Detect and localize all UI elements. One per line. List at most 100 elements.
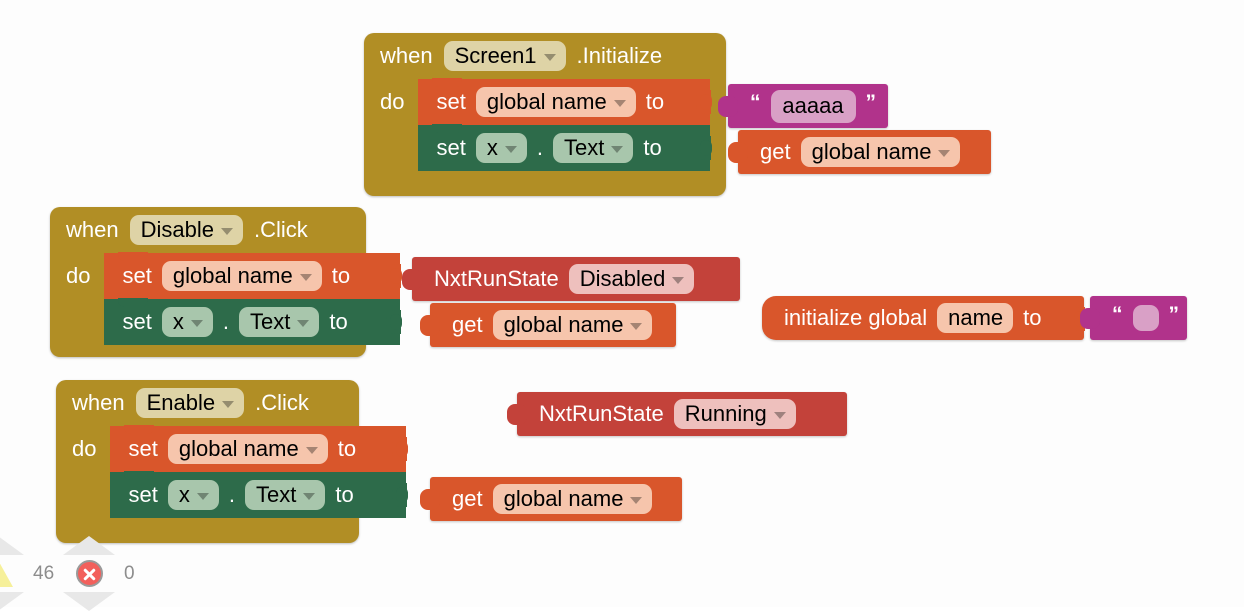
triangle-down-icon[interactable] — [0, 592, 24, 611]
property-dropdown-text[interactable]: Text — [552, 132, 634, 164]
chevron-down-icon — [222, 401, 235, 408]
chevron-down-icon — [299, 274, 312, 281]
set-x-text-statement[interactable]: set x . Text to — [110, 471, 409, 518]
variable-name-field[interactable]: name — [937, 302, 1014, 334]
event-block-disable-click[interactable]: when Disable .Click do set global name t… — [50, 207, 403, 357]
empty-text-string-block[interactable]: “ ” — [1080, 296, 1187, 340]
component-dropdown-disable[interactable]: Disable — [129, 214, 243, 246]
text-string-field[interactable] — [1132, 305, 1159, 331]
event-header: when Disable .Click — [50, 207, 366, 253]
set-x-text-statement[interactable]: set x . Text to — [104, 298, 403, 345]
initialize-global-name-block[interactable]: initialize global name to — [762, 296, 1086, 340]
when-keyword: when — [72, 390, 125, 415]
event-name-label: .Click — [255, 390, 309, 415]
chevron-down-icon — [938, 150, 951, 157]
enum-dropdown-running[interactable]: Running — [673, 398, 796, 430]
variable-dropdown-global-name[interactable]: global name — [492, 309, 653, 341]
block-notch — [432, 124, 463, 133]
empty-value-socket — [392, 437, 409, 461]
chevron-down-icon — [303, 493, 316, 500]
chevron-down-icon — [543, 54, 556, 61]
value-socket — [392, 483, 409, 507]
initialize-global-label: initialize global — [784, 305, 928, 330]
when-keyword: when — [380, 43, 433, 68]
variable-dropdown-global-name[interactable]: global name — [161, 260, 322, 292]
component-dropdown-x[interactable]: x — [475, 132, 527, 164]
get-keyword: get — [760, 139, 791, 164]
triangle-up-icon[interactable] — [63, 536, 115, 555]
block-notch — [118, 298, 149, 307]
event-block-screen1-initialize[interactable]: when Screen1 .Initialize do set global n… — [364, 33, 726, 196]
error-x-icon[interactable] — [75, 560, 103, 587]
variable-dropdown-global-name[interactable]: global name — [800, 136, 961, 168]
set-global-name-statement[interactable]: set global name to — [418, 78, 713, 125]
variable-dropdown-global-name[interactable]: global name — [167, 433, 328, 465]
value-plug — [507, 404, 527, 425]
chevron-down-icon — [196, 493, 209, 500]
get-global-name-block[interactable]: get global name — [420, 477, 682, 521]
set-keyword: set — [122, 263, 152, 288]
component-dropdown-x[interactable]: x — [167, 479, 219, 511]
error-count: 0 — [124, 562, 135, 584]
block-notch — [124, 471, 155, 480]
component-dropdown-x[interactable]: x — [161, 306, 213, 338]
triangle-down-icon[interactable] — [63, 592, 115, 611]
value-plug — [1080, 308, 1100, 329]
chevron-down-icon — [190, 320, 203, 327]
enum-block-label: NxtRunState — [539, 401, 664, 426]
block-notch — [118, 252, 149, 261]
do-section: do set global name to — [364, 78, 726, 171]
dot-separator: . — [536, 135, 543, 160]
variable-dropdown-global-name[interactable]: global name — [492, 483, 653, 515]
enum-block-label: NxtRunState — [434, 266, 559, 291]
property-dropdown-text[interactable]: Text — [244, 479, 326, 511]
text-string-block-aaaaa[interactable]: “ aaaaa ” — [718, 84, 888, 128]
event-name-label: .Initialize — [576, 43, 663, 68]
to-keyword: to — [645, 89, 665, 114]
variable-dropdown-global-name[interactable]: global name — [475, 86, 636, 118]
warning-nav-arrows[interactable] — [0, 536, 24, 611]
dot-separator: . — [228, 482, 235, 507]
enum-dropdown-disabled[interactable]: Disabled — [568, 263, 695, 295]
error-indicator[interactable]: 0 — [63, 536, 135, 611]
value-plug — [718, 96, 738, 117]
event-block-enable-click[interactable]: when Enable .Click do set global name to — [56, 380, 409, 543]
event-header: when Enable .Click — [56, 380, 359, 426]
error-nav-arrows[interactable] — [63, 536, 115, 611]
do-section: do set global name to set — [56, 425, 409, 518]
text-string-field[interactable]: aaaaa — [770, 89, 856, 123]
chevron-down-icon — [305, 447, 318, 454]
nxtrunstate-disabled-block[interactable]: NxtRunState Disabled — [402, 257, 740, 301]
to-keyword: to — [643, 135, 662, 160]
warning-triangle-icon[interactable] — [0, 560, 13, 587]
set-x-text-statement[interactable]: set x . Text to — [418, 124, 713, 171]
to-keyword: to — [1023, 305, 1042, 330]
value-socket — [386, 264, 403, 288]
chevron-down-icon — [613, 100, 626, 107]
value-socket — [696, 136, 713, 160]
set-global-name-statement[interactable]: set global name to — [110, 425, 409, 472]
set-keyword: set — [436, 135, 466, 160]
component-dropdown-enable[interactable]: Enable — [135, 387, 245, 419]
warning-indicator[interactable]: 46 — [0, 536, 54, 611]
triangle-up-icon[interactable] — [0, 536, 24, 555]
get-global-name-block[interactable]: get global name — [728, 130, 991, 174]
to-keyword: to — [335, 482, 354, 507]
property-dropdown-text[interactable]: Text — [238, 306, 320, 338]
set-keyword: set — [436, 89, 466, 114]
get-keyword: get — [452, 486, 483, 511]
chevron-down-icon — [773, 412, 786, 419]
set-global-name-statement[interactable]: set global name to — [104, 252, 403, 299]
do-section: do set global name to set — [50, 252, 403, 345]
set-keyword: set — [128, 482, 158, 507]
block-notch — [432, 78, 463, 87]
block-notch — [124, 425, 155, 434]
chevron-down-icon — [630, 323, 643, 330]
do-label: do — [380, 89, 405, 114]
nxtrunstate-running-block[interactable]: NxtRunState Running — [507, 392, 847, 436]
get-global-name-block[interactable]: get global name — [420, 303, 676, 347]
value-socket — [386, 310, 403, 334]
component-dropdown-screen1[interactable]: Screen1 — [443, 40, 566, 72]
do-label: do — [72, 436, 97, 461]
